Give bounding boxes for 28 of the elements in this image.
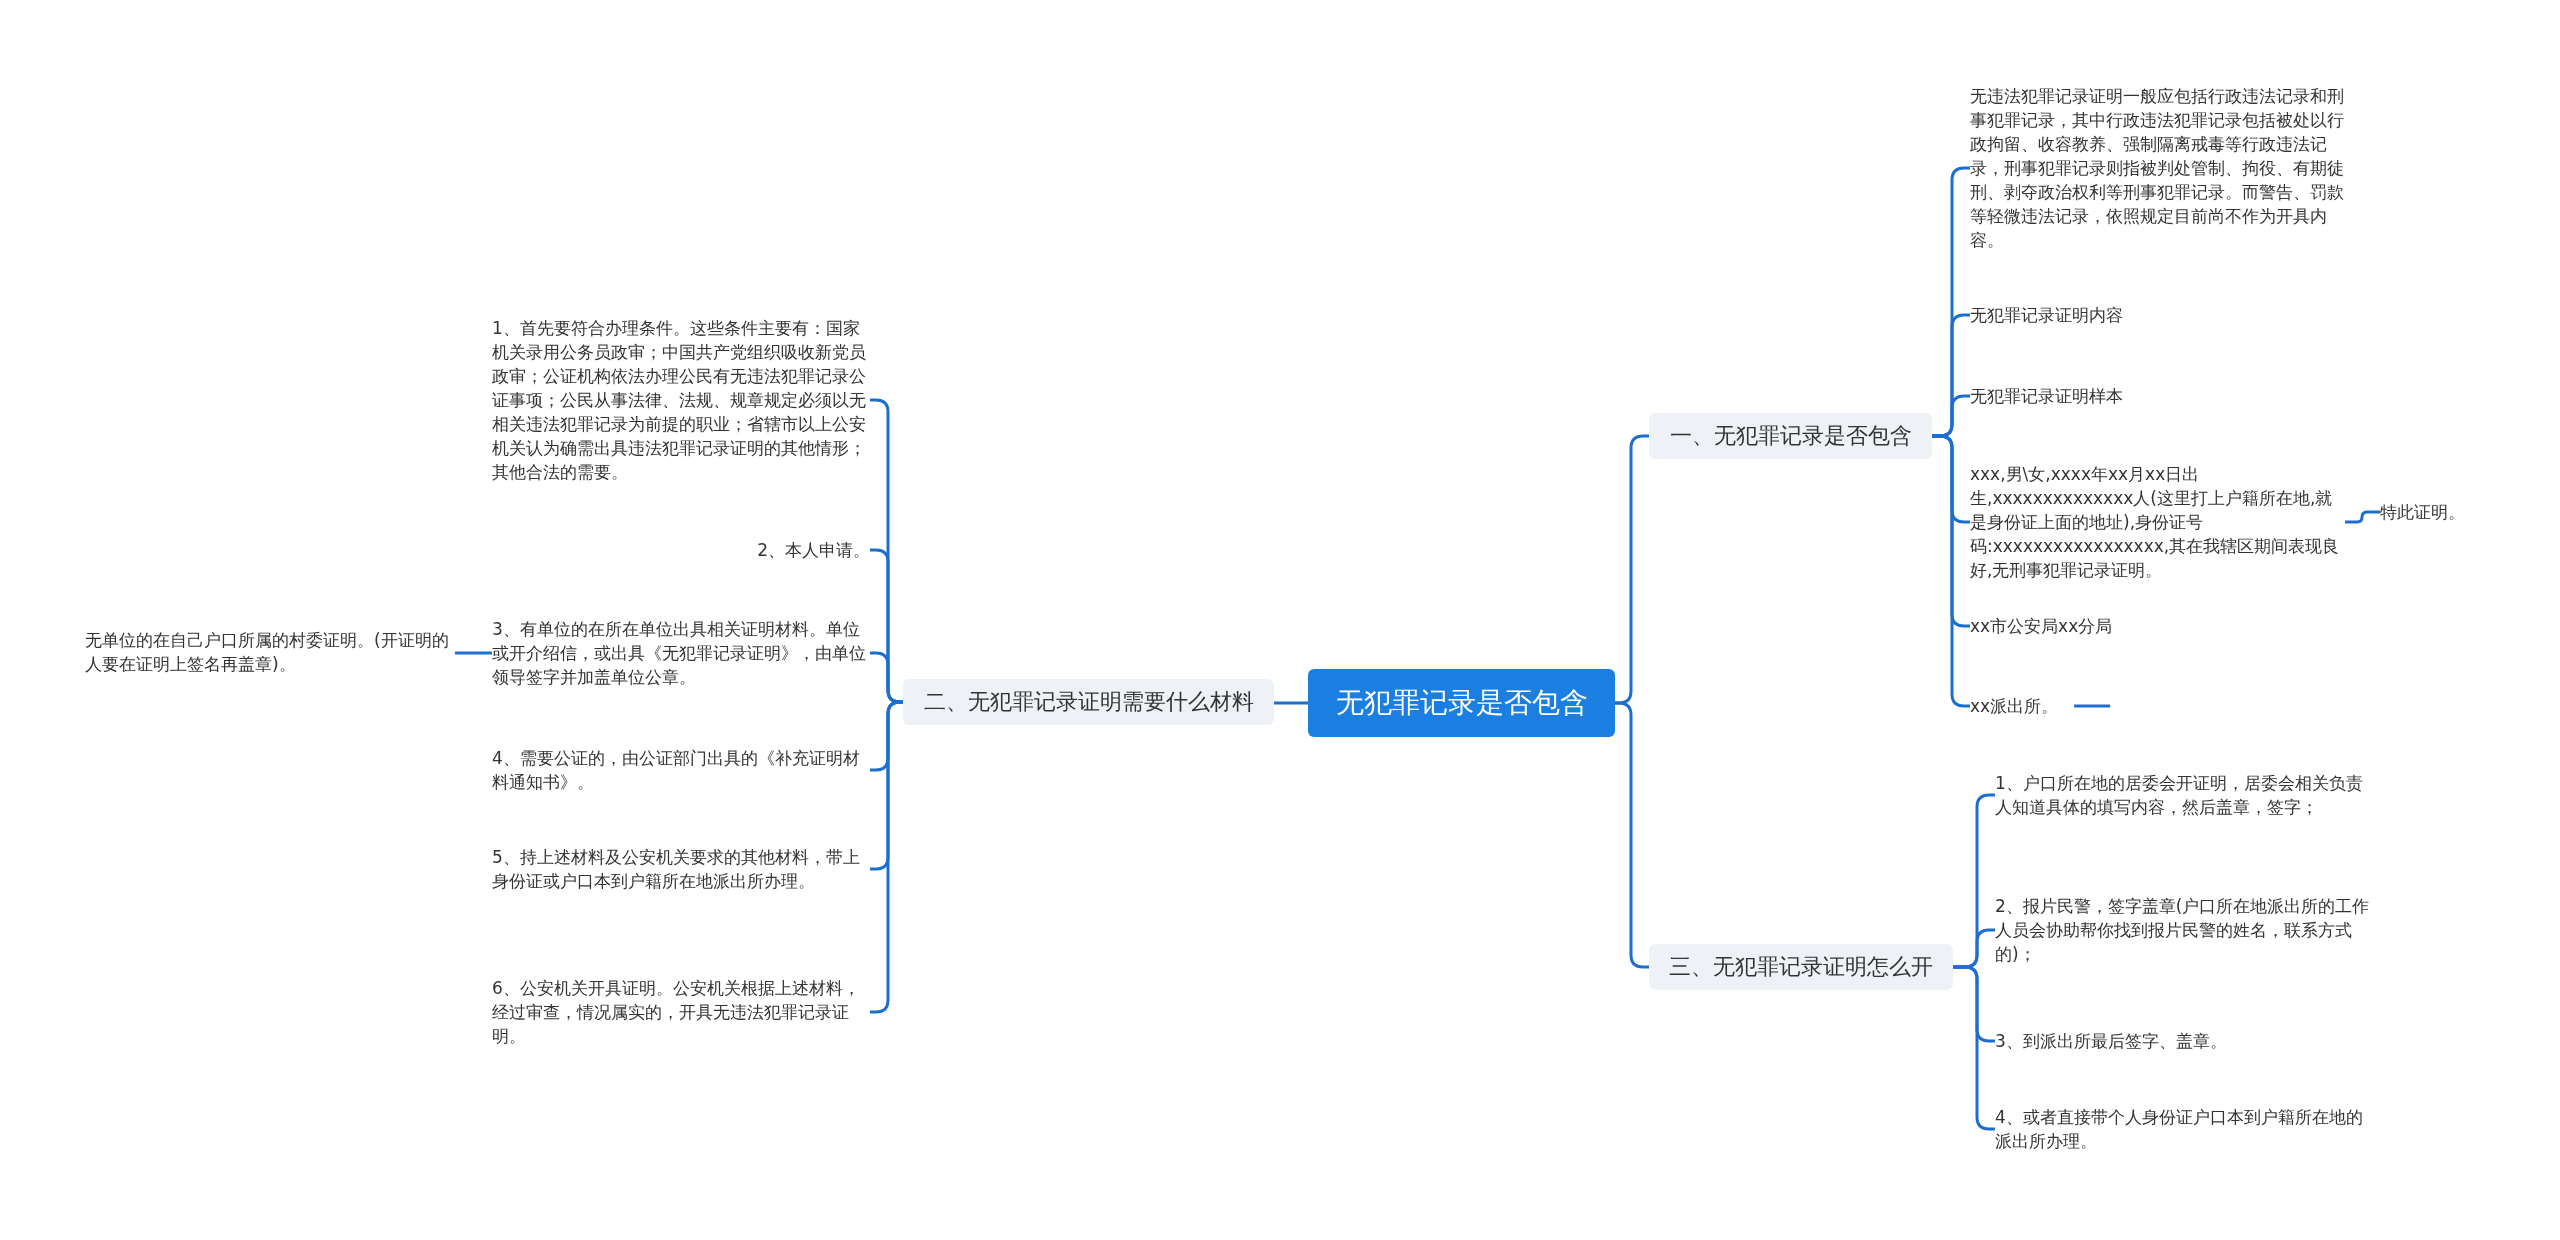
topic-box: 二、无犯罪记录证明需要什么材料 <box>903 679 1274 725</box>
subtopic-text: 3、有单位的在所在单位出具相关证明材料。单位或开介绍信，或出具《无犯罪记录证明》，由单位领导签字并加盖单位公章。 <box>492 617 870 689</box>
subtopic-text: xx市公安局xx分局 <box>1970 614 2345 638</box>
subtopic-text: xxx,男\女,xxxx年xx月xx日出生,xxxxxxxxxxxxxx人(这里打上户籍所在地,就是身份证上面的地址),身份证号码:xxxxxxxxxxxxxxxxx,其在我辖区期间表现良好,无刑事犯罪记录证明。 <box>1970 462 2345 582</box>
connector-line <box>2345 510 2380 524</box>
subtopic-text: 6、公安机关开具证明。公安机关根据上述材料，经过审查，情况属实的，开具无违法犯罪记录证明。 <box>492 976 870 1048</box>
subtopic-text: 无犯罪记录证明样本 <box>1970 384 2345 408</box>
subtopic-text: 4、需要公证的，由公证部门出具的《补充证明材料通知书》。 <box>492 746 870 794</box>
central-topic: 无犯罪记录是否包含 <box>1308 669 1615 737</box>
subtopic-text: 1、首先要符合办理条件。这些条件主要有：国家机关录用公务员政审；中国共产党组织吸收新党员政审；公证机构依法办理公民有无违法犯罪记录公证事项；公民从事法律、法规、规章规定必须以无相关违法犯罪记录为前提的职业；省辖市以上公安机关认为确需出具违法犯罪记录证明的其他情形；其他合法的需要。 <box>492 316 870 484</box>
subtopic-text: xx派出所。 <box>1970 694 2075 718</box>
subtopic-text: 4、或者直接带个人身份证户口本到户籍所在地的派出所办理。 <box>1995 1105 2370 1153</box>
subtopic-text: 1、户口所在地的居委会开证明，居委会相关负责人知道具体的填写内容，然后盖章，签字； <box>1995 771 2370 819</box>
connector-line <box>870 651 903 704</box>
connector-line <box>1274 701 1308 705</box>
subtopic-text: 3、到派出所最后签字、盖章。 <box>1995 1029 2370 1053</box>
subtopic-text: 无违法犯罪记录证明一般应包括行政违法记录和刑事犯罪记录，其中行政违法犯罪记录包括被处以行政拘留、收容教养、强制隔离戒毒等行政违法记录，刑事犯罪记录则指被判处管制、拘役、有期徒刑、剥夺政治权利等刑事犯罪记录。而警告、罚款等轻微违法记录，依照规定目前尚不作为开具内容。 <box>1970 84 2345 252</box>
subtopic-text: 2、本人申请。 <box>492 538 870 562</box>
subtopic-text: 5、持上述材料及公安机关要求的其他材料，带上身份证或户口本到户籍所在地派出所办理。 <box>492 845 870 893</box>
subtopic-text: 2、报片民警，签字盖章(户口所在地派出所的工作人员会协助帮你找到报片民警的姓名，联系方式的)； <box>1995 894 2370 966</box>
subtopic-text: 无犯罪记录证明内容 <box>1970 303 2345 327</box>
topic-box: 一、无犯罪记录是否包含 <box>1649 413 1932 459</box>
connector-line <box>2074 704 2111 708</box>
connector-line <box>455 651 492 655</box>
topic-box: 三、无犯罪记录证明怎么开 <box>1649 944 1953 990</box>
connector-line <box>1615 701 1649 969</box>
subtopic-text: 特此证明。 <box>2380 500 2465 524</box>
subtopic-text: 无单位的在自己户口所属的村委证明。(开证明的人要在证明上签名再盖章)。 <box>85 628 455 676</box>
